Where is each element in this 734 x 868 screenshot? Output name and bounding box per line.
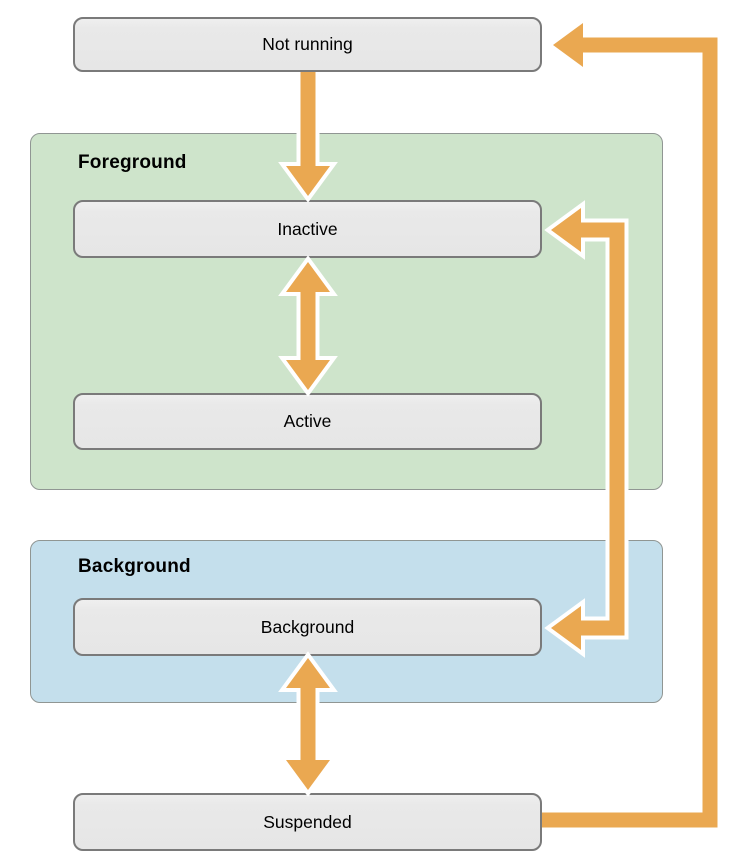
state-not-running-label: Not running: [262, 34, 353, 54]
state-background: Background: [73, 598, 542, 656]
state-not-running: Not running: [73, 17, 542, 72]
state-active-label: Active: [283, 411, 332, 431]
state-suspended-label: Suspended: [263, 811, 352, 832]
state-inactive-label: Inactive: [277, 218, 338, 239]
foreground-group-label: Foreground: [78, 152, 187, 173]
background-group-label: Background: [78, 556, 191, 577]
state-inactive: Inactive: [73, 200, 542, 258]
state-active: Active: [73, 393, 542, 450]
state-suspended: Suspended: [73, 793, 542, 851]
state-background-label: Background: [260, 616, 355, 637]
